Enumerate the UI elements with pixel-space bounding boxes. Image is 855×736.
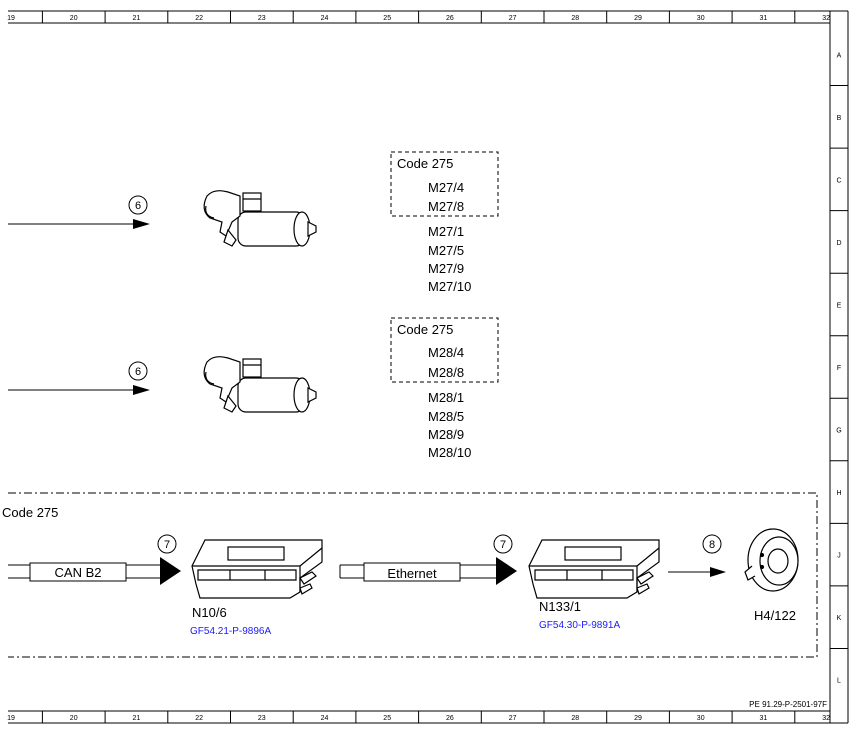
row-letter: E bbox=[837, 303, 842, 310]
column-number: 27 bbox=[509, 715, 517, 722]
row-ruler: A B C D E F G H J K L bbox=[830, 52, 848, 685]
ethernet-label: Ethernet bbox=[387, 566, 437, 581]
row-letter: C bbox=[836, 177, 841, 184]
component-label[interactable]: M27/4 bbox=[428, 180, 464, 195]
signal-arrow-2 bbox=[133, 385, 150, 395]
sheet-reference: PE 91.29-P-2501-97F bbox=[749, 700, 827, 709]
control-unit-icon[interactable] bbox=[191, 539, 323, 599]
column-number: 24 bbox=[321, 715, 329, 722]
network-group: Code 275 CAN B2 7 N10/6 GF54.21-P-9896A bbox=[2, 492, 818, 658]
module-reference-link[interactable]: GF54.30-P-9891A bbox=[539, 620, 620, 631]
signal-arrow-1 bbox=[133, 219, 150, 229]
code-box-1 bbox=[390, 151, 499, 217]
column-number: 21 bbox=[133, 15, 141, 22]
column-number: 26 bbox=[446, 715, 454, 722]
code-box-2-title: Code 275 bbox=[397, 322, 453, 337]
column-number: 25 bbox=[383, 715, 391, 722]
component-label[interactable]: M27/8 bbox=[428, 199, 464, 214]
column-number: 21 bbox=[133, 715, 141, 722]
component-label[interactable]: M27/9 bbox=[428, 261, 464, 276]
column-number: 23 bbox=[258, 15, 266, 22]
speaker-name[interactable]: H4/122 bbox=[754, 608, 796, 623]
actuator-motor-icon[interactable] bbox=[203, 356, 317, 413]
column-number: 30 bbox=[697, 715, 705, 722]
column-number: 20 bbox=[70, 15, 78, 22]
actuator-motor-icon[interactable] bbox=[203, 190, 317, 247]
column-number: 19 bbox=[7, 15, 15, 22]
connector-marker-3-label: 7 bbox=[164, 539, 170, 551]
component-label[interactable]: M28/10 bbox=[428, 445, 471, 460]
component-label[interactable]: M28/9 bbox=[428, 427, 464, 442]
column-number: 22 bbox=[195, 715, 203, 722]
column-number: 25 bbox=[383, 15, 391, 22]
column-ruler-top: 19 20 21 22 23 24 25 26 27 28 29 30 31 32 bbox=[7, 11, 830, 23]
component-label[interactable]: M28/4 bbox=[428, 345, 464, 360]
column-number: 23 bbox=[258, 715, 266, 722]
column-number: 31 bbox=[760, 15, 768, 22]
row-letter: A bbox=[837, 52, 842, 59]
output-signal-arrow bbox=[710, 567, 726, 577]
module-name[interactable]: N133/1 bbox=[539, 599, 581, 614]
component-label[interactable]: M28/8 bbox=[428, 365, 464, 380]
module-name[interactable]: N10/6 bbox=[192, 605, 227, 620]
connector-marker-2-label: 6 bbox=[135, 366, 141, 378]
connector-marker-2[interactable] bbox=[128, 361, 148, 381]
actuator-group-2: 6 Code 275 M28/4 M28/8 M28/1 M28/5 M28/9… bbox=[8, 317, 499, 460]
code-275-frame bbox=[8, 492, 818, 658]
row-letter: B bbox=[837, 115, 842, 122]
component-label[interactable]: M27/10 bbox=[428, 279, 471, 294]
column-ruler-bottom: 19 20 21 22 23 24 25 26 27 28 29 30 31 32 bbox=[7, 711, 830, 723]
connector-marker-1-label: 6 bbox=[135, 200, 141, 212]
column-number: 29 bbox=[634, 715, 642, 722]
column-number: 32 bbox=[822, 15, 830, 22]
module-reference-link[interactable]: GF54.21-P-9896A bbox=[190, 626, 271, 637]
column-number: 24 bbox=[321, 15, 329, 22]
column-number: 20 bbox=[70, 715, 78, 722]
connector-marker-5-label: 8 bbox=[709, 539, 715, 551]
row-letter: J bbox=[837, 553, 841, 560]
column-number: 29 bbox=[634, 15, 642, 22]
connector-marker-1[interactable] bbox=[128, 195, 148, 215]
row-letter: G bbox=[836, 428, 841, 435]
column-number: 28 bbox=[571, 15, 579, 22]
can-b2-label: CAN B2 bbox=[55, 565, 102, 580]
control-unit-icon[interactable] bbox=[528, 539, 660, 599]
connector-marker-5[interactable] bbox=[702, 534, 722, 554]
speaker-icon[interactable] bbox=[744, 528, 799, 592]
network-code-label: Code 275 bbox=[2, 505, 58, 520]
actuator-group-1: 6 Code 275 M27/4 M27/8 M27/1 M27/5 M27/9… bbox=[8, 151, 499, 294]
row-letter: D bbox=[836, 240, 841, 247]
component-label[interactable]: M28/1 bbox=[428, 390, 464, 405]
column-number: 28 bbox=[571, 715, 579, 722]
connector-marker-3[interactable] bbox=[157, 534, 177, 554]
ethernet-bus[interactable] bbox=[339, 557, 517, 585]
connector-marker-4-label: 7 bbox=[500, 539, 506, 551]
row-letter: H bbox=[836, 490, 841, 497]
column-number: 19 bbox=[7, 715, 15, 722]
connector-marker-4[interactable] bbox=[493, 534, 513, 554]
column-number: 27 bbox=[509, 15, 517, 22]
component-label[interactable]: M27/5 bbox=[428, 243, 464, 258]
column-number: 30 bbox=[697, 15, 705, 22]
column-number: 31 bbox=[760, 715, 768, 722]
can-b2-bus[interactable] bbox=[8, 557, 181, 585]
component-label[interactable]: M28/5 bbox=[428, 409, 464, 424]
code-box-2 bbox=[390, 317, 499, 383]
row-letter: K bbox=[837, 615, 842, 622]
row-letter: L bbox=[837, 678, 841, 685]
column-number: 32 bbox=[822, 715, 830, 722]
component-label[interactable]: M27/1 bbox=[428, 224, 464, 239]
column-number: 22 bbox=[195, 15, 203, 22]
code-box-1-title: Code 275 bbox=[397, 156, 453, 171]
column-number: 26 bbox=[446, 15, 454, 22]
row-letter: F bbox=[837, 365, 841, 372]
